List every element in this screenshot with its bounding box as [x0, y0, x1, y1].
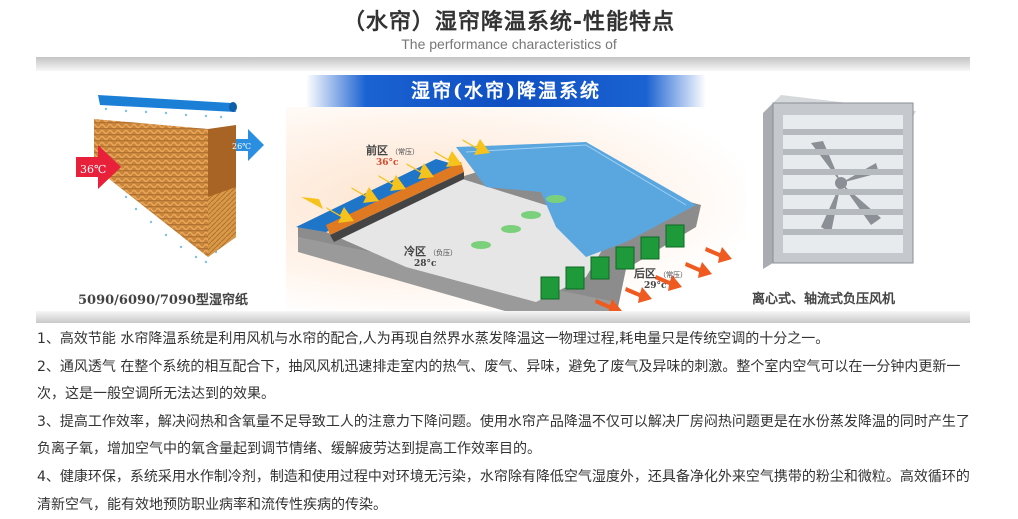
zone-cold: 冷区（负压） 28°c [404, 243, 457, 269]
greenhouse-diagram [296, 139, 732, 323]
feature-4-text-cont: 清新空气，能有效地预防职业病率和流传性疾病的传染。 [37, 496, 387, 513]
feature-1-text: 1、高效节能 水帘降温系统是利用风机与水帘的配合,人为再现自然界水蒸发降温这一物… [37, 331, 830, 347]
zone-rear-name: 后区 [634, 267, 656, 280]
system-banner-image: 36℃ 26℃ 5090/6090/7090型湿帘纸 湿帘(水帘)降温系统 [36, 57, 970, 323]
page-subtitle: The performance characteristics of [401, 36, 617, 52]
page-title: （水帘）湿帘降温系统-性能特点 [342, 10, 676, 35]
feature-3-text-cont: 负离子氧，增加空气中的氧含量起到调节情绪、缓解疲劳达到提高工作效率目的。 [37, 441, 541, 458]
feature-2: 2、通风透气 在整个系统的相互配合下，抽风风机迅速排走室内的热气、废气、异味，避… [37, 354, 982, 409]
system-diagram-title: 湿帘(水帘)降温系统 [306, 75, 706, 107]
feature-4-text: 4、健康环保，系统采用水作制冷剂，制造和使用过程中对环境无污染，水帘除有降低空气… [37, 468, 970, 485]
zone-front-temp: 36°c [376, 158, 399, 168]
zone-cold-name: 冷区 [404, 245, 426, 258]
cooling-pad-caption: 5090/6090/7090型湿帘纸 [78, 293, 249, 308]
zone-rear-pressure: （常压） [659, 271, 687, 279]
feature-4: 4、健康环保，系统采用水作制冷剂，制造和使用过程中对环境无污染，水帘除有降低空气… [37, 464, 982, 519]
cool-temp-label: 26℃ [232, 142, 251, 151]
exhaust-fan-illustration [763, 95, 916, 269]
feature-2-text-cont: 次，这是一般空调所无法达到的效果。 [37, 386, 275, 403]
features-list: 1、高效节能 水帘降温系统是利用风机与水帘的配合,人为再现自然界水蒸发降温这一物… [37, 326, 982, 519]
exhaust-fan-caption: 离心式、轴流式负压风机 [752, 292, 896, 307]
zone-rear: 后区（常压） 29°c [634, 265, 687, 291]
feature-3: 3、提高工作效率，解决闷热和含氧量不足导致工人的注意力下降问题。使用水帘产品降温… [37, 409, 982, 464]
cooling-pad-illustration: 36℃ 26℃ [76, 95, 264, 264]
feature-2-text: 2、通风透气 在整个系统的相互配合下，抽风风机迅速排走室内的热气、废气、异味，避… [37, 358, 961, 375]
zone-cold-temp: 28°c [414, 259, 437, 269]
banner-bottom-bar [36, 311, 970, 323]
banner-top-bar [36, 57, 970, 71]
feature-1: 1、高效节能 水帘降温系统是利用风机与水帘的配合,人为再现自然界水蒸发降温这一物… [37, 326, 982, 354]
zone-front: 前区（常压） 36°c [366, 142, 419, 168]
zone-front-name: 前区 [366, 144, 388, 157]
zone-front-pressure: （常压） [391, 148, 419, 156]
zone-cold-pressure: （负压） [429, 249, 457, 257]
zone-rear-temp: 29°c [644, 281, 667, 291]
feature-3-text: 3、提高工作效率，解决闷热和含氧量不足导致工人的注意力下降问题。使用水帘产品降温… [37, 413, 970, 430]
hot-temp-label: 36℃ [80, 163, 106, 176]
